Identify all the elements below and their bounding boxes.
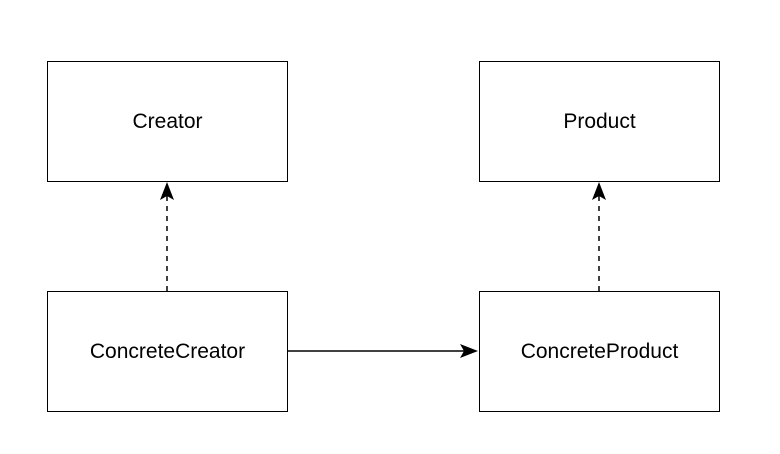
concrete-product-label: ConcreteProduct <box>520 339 679 363</box>
concrete-product-box[interactable]: ConcreteProduct <box>479 291 720 412</box>
creator-label: Creator <box>132 109 203 133</box>
arrowhead-creator <box>160 182 174 200</box>
concrete-creator-label: ConcreteCreator <box>89 339 246 363</box>
product-box[interactable]: Product <box>479 61 720 182</box>
arrowhead-product <box>592 182 606 200</box>
product-label: Product <box>563 109 636 133</box>
concrete-creator-box[interactable]: ConcreteCreator <box>47 291 288 412</box>
arrowhead-concreteproduct <box>460 344 478 358</box>
creator-box[interactable]: Creator <box>47 61 288 182</box>
